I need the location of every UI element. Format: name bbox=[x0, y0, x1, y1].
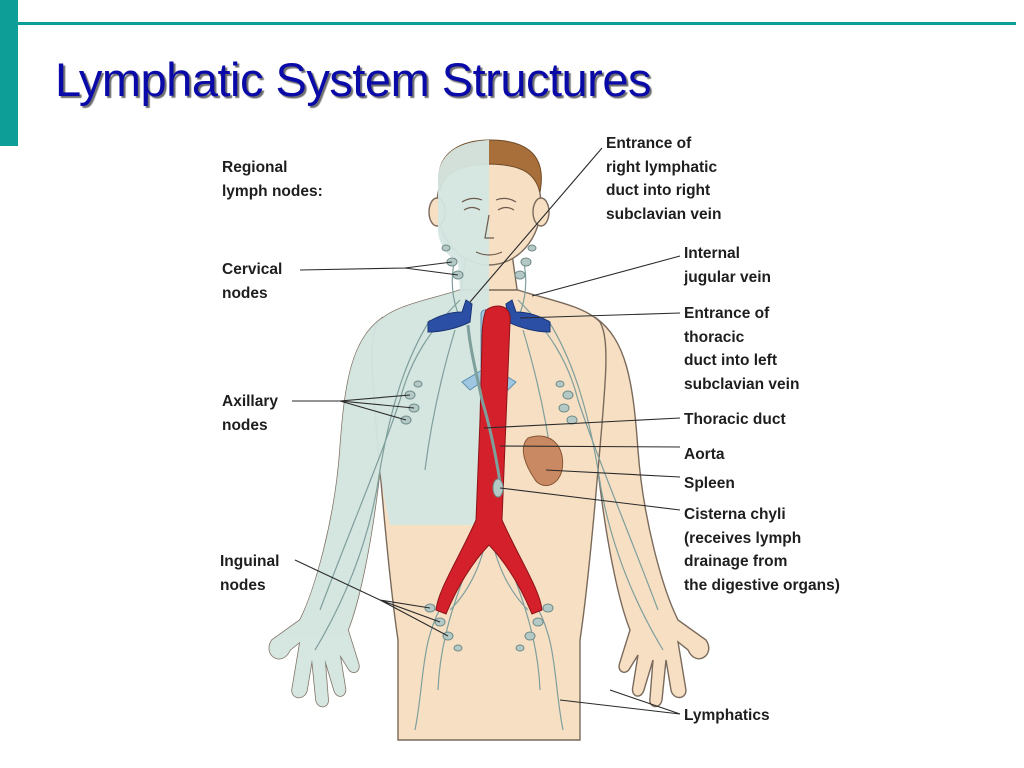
inguinal-nodes-label: Inguinal nodes bbox=[220, 550, 279, 597]
axillary-line-1: Axillary bbox=[222, 393, 279, 410]
internal-jugular-label: Internal jugular vein bbox=[684, 242, 771, 289]
cervical-line-1: Cervical bbox=[222, 261, 283, 278]
leader-lines bbox=[292, 147, 681, 715]
regional-line-1: Regional bbox=[222, 159, 288, 176]
cisterna-line-2: (receives lymph bbox=[684, 529, 802, 547]
cisterna-line-1: Cisterna chyli bbox=[684, 506, 786, 523]
regional-line-2: lymph nodes: bbox=[222, 182, 323, 200]
aorta bbox=[435, 305, 543, 615]
axillary-nodes-label: Axillary nodes bbox=[222, 390, 278, 437]
thoracic-entrance-line-1: Entrance of bbox=[684, 305, 770, 322]
cervical-nodes-label: Cervical nodes bbox=[222, 258, 282, 305]
thoracic-entrance-line-2: thoracic bbox=[684, 328, 745, 346]
cisterna-line-4: the digestive organs) bbox=[684, 576, 840, 594]
subclavian-veins bbox=[427, 299, 551, 333]
inguinal-line-2: nodes bbox=[220, 576, 266, 594]
cervical-line-2: nodes bbox=[222, 284, 268, 302]
spleen bbox=[522, 435, 564, 486]
right-lymphatic-duct-label: Entrance of right lymphatic duct into ri… bbox=[606, 132, 721, 226]
axillary-line-2: nodes bbox=[222, 416, 268, 434]
thoracic-entrance-line-3: duct into left bbox=[684, 352, 777, 369]
right-duct-line-4: subclavian vein bbox=[606, 205, 722, 223]
slide-title: Lymphatic System Structures bbox=[55, 53, 651, 106]
lymphatic-vessels bbox=[314, 257, 664, 731]
regional-nodes-heading: Regional lymph nodes: bbox=[222, 156, 323, 203]
thoracic-duct-label: Thoracic duct bbox=[684, 411, 786, 428]
right-duct-line-2: right lymphatic bbox=[606, 158, 718, 176]
jugular-line-1: Internal bbox=[684, 245, 740, 262]
cisterna-line-3: drainage from bbox=[684, 553, 788, 570]
inguinal-line-1: Inguinal bbox=[220, 553, 280, 570]
spleen-label: Spleen bbox=[684, 475, 735, 492]
right-lymph-region bbox=[269, 140, 489, 707]
title-rule bbox=[18, 22, 1016, 25]
aorta-label: Aorta bbox=[684, 446, 725, 463]
cisterna-chyli-label: Cisterna chyli (receives lymph drainage … bbox=[684, 503, 840, 597]
right-duct-line-3: duct into right bbox=[606, 182, 711, 199]
thoracic-entrance-line-4: subclavian vein bbox=[684, 375, 800, 393]
thoracic-duct bbox=[466, 324, 502, 483]
thoracic-duct-entrance-label: Entrance of thoracic duct into left subc… bbox=[684, 302, 799, 396]
accent-bar bbox=[0, 0, 18, 146]
jugular-line-2: jugular vein bbox=[684, 268, 771, 286]
lymphatics-label: Lymphatics bbox=[684, 707, 770, 724]
right-duct-line-1: Entrance of bbox=[606, 135, 692, 152]
lymph-nodes bbox=[400, 244, 578, 652]
face-features bbox=[461, 197, 517, 256]
